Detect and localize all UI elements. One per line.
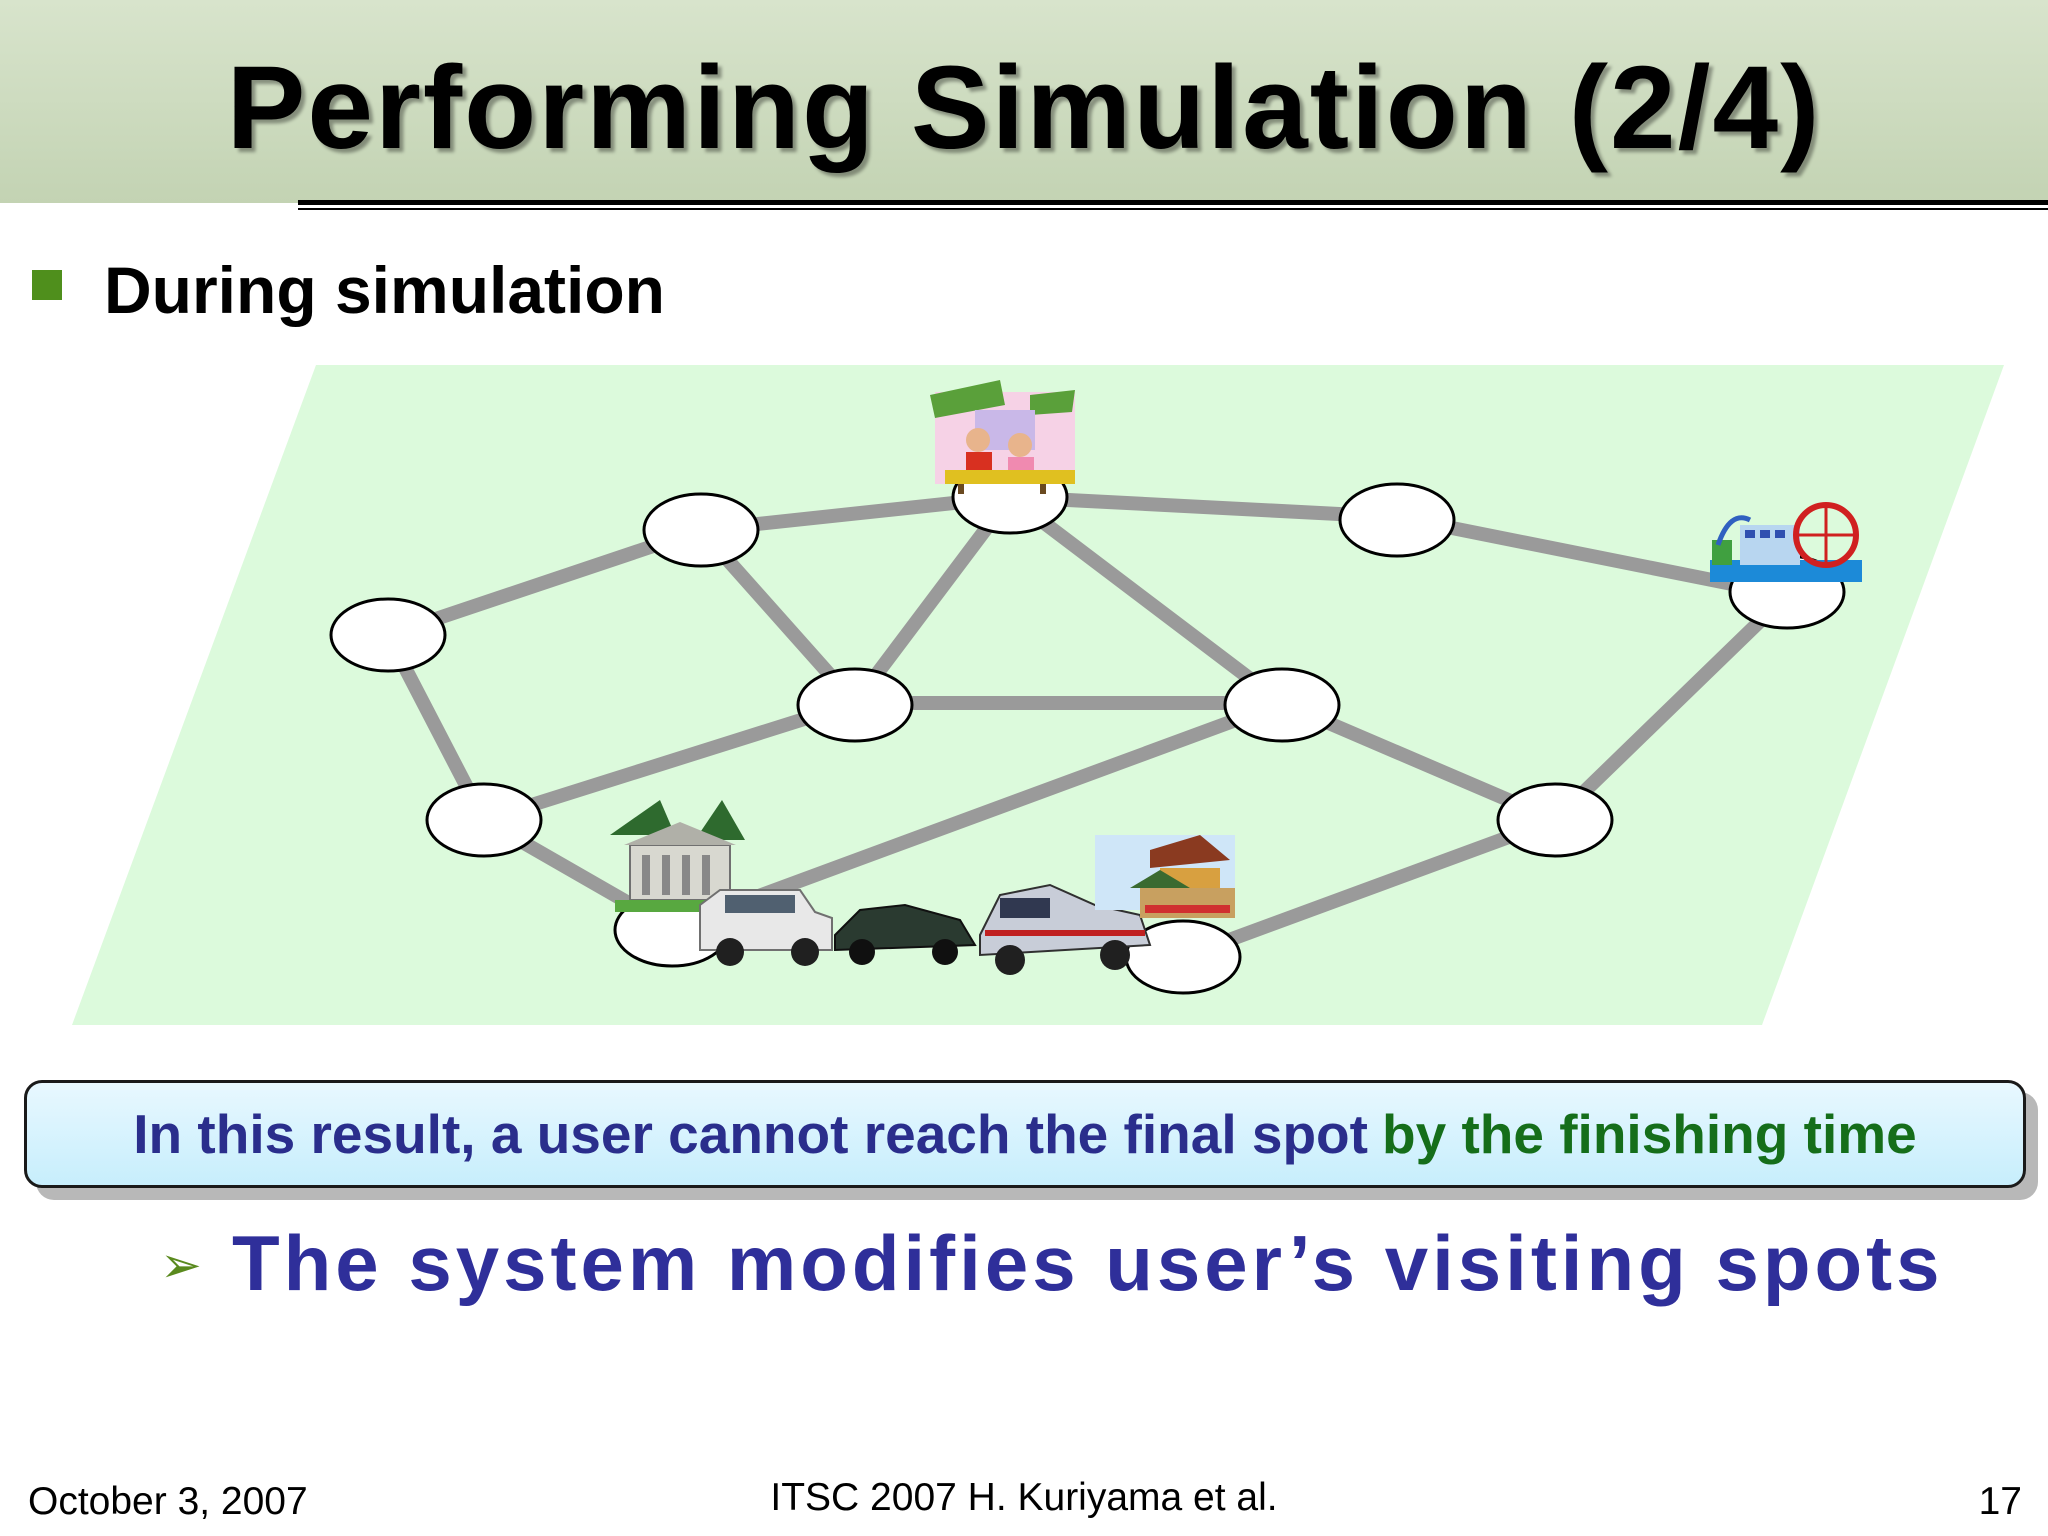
callout-text: In this result, a user cannot reach the …	[133, 1103, 1368, 1165]
node	[425, 782, 543, 858]
temple-icon	[1095, 835, 1235, 918]
node	[796, 667, 914, 743]
title-band	[0, 0, 2048, 203]
bullet-square-icon	[32, 270, 62, 300]
node	[1223, 667, 1341, 743]
van-icon	[699, 889, 833, 966]
amusement-park-icon	[1710, 502, 1862, 582]
title-rule-thick	[298, 200, 2048, 205]
slide-title: Performing Simulation (2/4)	[226, 42, 1822, 174]
footer-date: October 3, 2007	[28, 1480, 308, 1523]
footer-conference: ITSC 2007 H. Kuriyama et al.	[770, 1476, 1278, 1519]
title-rule-thin	[298, 208, 2048, 210]
museum-icon	[610, 800, 745, 912]
arrow-bullet-icon: ➢	[160, 1237, 202, 1293]
node	[1496, 782, 1614, 858]
node	[1338, 482, 1456, 558]
node	[642, 492, 760, 568]
callout-highlight: by the finishing time	[1381, 1103, 1917, 1165]
page-number: 17	[1978, 1480, 2022, 1523]
bullet-text: During simulation	[104, 253, 665, 327]
result-callout: In this result, a user cannot reach the …	[24, 1080, 2026, 1188]
sedan-car-icon	[979, 883, 1152, 975]
subpoint-text: The system modifies user’s visiting spot…	[232, 1219, 1944, 1307]
restaurant-icon	[930, 380, 1075, 494]
convertible-car-icon	[834, 903, 977, 965]
node	[329, 597, 447, 673]
